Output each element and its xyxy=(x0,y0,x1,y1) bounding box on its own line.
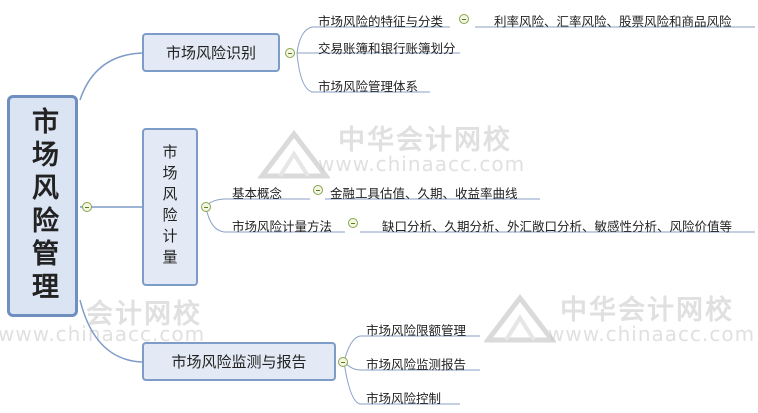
subtopic-features-classification[interactable]: 市场风险的特征与分类 xyxy=(318,14,444,29)
subtopic-management-system[interactable]: 市场风险管理体系 xyxy=(318,79,419,94)
root-label: 市场风险管理 xyxy=(27,107,58,305)
connector-root-topic3 xyxy=(79,299,143,363)
collapse-toggle-topic2-item2[interactable] xyxy=(348,218,358,228)
watermark-logo-icon xyxy=(482,293,558,343)
collapse-toggle-topic1[interactable] xyxy=(285,48,295,58)
connector-t3-c3 xyxy=(343,361,460,405)
topic-node-measurement[interactable]: 市场风险计量 xyxy=(142,128,198,286)
connector-root-topic1 xyxy=(79,52,143,101)
topic-node-monitoring[interactable]: 市场风险监测与报告 xyxy=(142,342,336,381)
subtopic-book-division[interactable]: 交易账簿和银行账簿划分 xyxy=(318,41,456,56)
subtopic-basic-concepts[interactable]: 基本概念 xyxy=(232,186,283,201)
watermark-logo-icon xyxy=(256,129,332,179)
watermark-brand-center: 中华会计网校 xyxy=(338,125,512,156)
topic-label: 市场风险监测与报告 xyxy=(171,353,307,371)
connector-t1-c1 xyxy=(296,26,450,54)
connector-t1-c3 xyxy=(296,52,430,93)
detail-risk-types[interactable]: 利率风险、汇率风险、股票风险和商品风险 xyxy=(494,14,732,29)
subtopic-limit-management[interactable]: 市场风险限额管理 xyxy=(366,323,467,338)
collapse-toggle-topic2[interactable] xyxy=(201,202,211,212)
root-node[interactable]: 市场风险管理 xyxy=(7,95,78,317)
collapse-toggle-topic1-item1[interactable] xyxy=(459,14,469,24)
subtopic-monitoring-report[interactable]: 市场风险监测报告 xyxy=(366,357,467,372)
collapse-toggle-topic3[interactable] xyxy=(338,357,348,367)
watermark-brand-left: 会计网校 xyxy=(86,299,202,330)
subtopic-measurement-methods[interactable]: 市场风险计量方法 xyxy=(232,219,333,234)
topic-label: 市场风险识别 xyxy=(165,44,256,62)
watermark-logo-right xyxy=(482,290,558,350)
topic-label: 市场风险计量 xyxy=(160,144,179,270)
detail-basic-concepts[interactable]: 金融工具估值、久期、收益率曲线 xyxy=(330,186,518,201)
watermark-brand-right: 中华会计网校 xyxy=(560,295,734,326)
detail-measurement-methods[interactable]: 缺口分析、久期分析、外汇敞口分析、敏感性分析、风险价值等 xyxy=(382,219,733,234)
topic-node-identification[interactable]: 市场风险识别 xyxy=(142,33,280,72)
watermark-url-right: www.chinaacc.com xyxy=(548,322,756,346)
watermark-logo-center xyxy=(256,126,332,186)
watermark-url-center: www.chinaacc.com xyxy=(318,152,526,176)
subtopic-risk-control[interactable]: 市场风险控制 xyxy=(366,391,442,406)
collapse-toggle-root[interactable] xyxy=(82,202,92,212)
collapse-toggle-topic2-item1[interactable] xyxy=(313,185,323,195)
